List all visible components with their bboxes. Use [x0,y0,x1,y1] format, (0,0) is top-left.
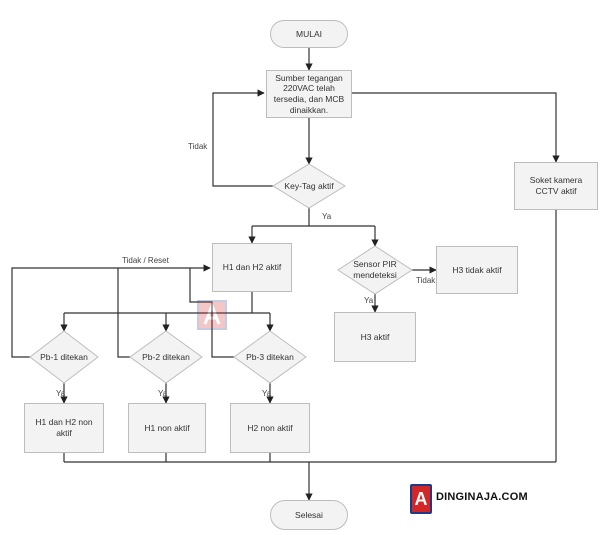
pb1-label: Pb-1 ditekan [40,351,88,362]
cctv-process-box: Soket kamera CCTV aktif [514,162,598,210]
result-h1h2-off-label: H1 dan H2 non aktif [35,417,93,438]
keytag-decision: Key-Tag aktif [273,178,345,194]
pb3-decision: Pb-3 ditekan [238,349,302,365]
label-keytag-tidak: Tidak [188,142,208,151]
power-process-label: Sumber tegangan 220VAC telah tersedia, d… [273,72,345,115]
result-h1-off-box: H1 non aktif [128,403,206,453]
edge-keytag-tidak [212,89,273,187]
watermark-logo: A [410,484,432,514]
result-h1h2-off-box: H1 dan H2 non aktif [24,403,104,453]
pb2-label: Pb-2 ditekan [142,351,190,362]
pb1-diamond [29,330,99,384]
edge-sumber-soket [352,92,560,163]
h3-on-label: H3 aktif [360,331,390,342]
faint-watermark-logo [197,300,227,330]
label-pb1-ya: Ya [56,389,66,398]
end-label: Selesai [295,509,323,520]
h1h2-on-label: H1 dan H2 aktif [222,262,282,273]
start-label: MULAI [296,28,322,39]
label-sensor-tidak: Tidak [416,276,436,285]
edge-reset-pb2 [117,268,130,358]
pb3-diamond [233,330,307,384]
result-h2-off-label: H2 non aktif [247,422,293,433]
result-h2-off-box: H2 non aktif [230,403,310,453]
label-keytag-ya: Ya [322,212,332,221]
end-terminal: Selesai [270,500,348,530]
pir-decision: Sensor PIR mendeteksi [342,257,408,283]
edge-reset-pb1 [11,264,211,358]
watermark-badge-letter: A [414,488,428,509]
pb3-label: Pb-3 ditekan [246,351,294,362]
cctv-process-label: Soket kamera CCTV aktif [529,175,583,196]
watermark-text: DINGINAJA.COM [436,491,528,503]
h1h2-on-box: H1 dan H2 aktif [212,243,292,292]
pb2-diamond [129,330,203,384]
label-reset: Tidak / Reset [122,256,169,265]
label-sensor-ya: Ya [364,296,374,305]
pb1-decision: Pb-1 ditekan [32,349,96,365]
edge-reset-pb3 [189,268,234,358]
h3-on-box: H3 aktif [334,312,416,362]
label-pb3-ya: Ya [262,389,272,398]
pir-label: Sensor PIR mendeteksi [353,259,397,280]
start-terminal: MULAI [270,20,348,48]
pb2-decision: Pb-2 ditekan [134,349,198,365]
keytag-diamond [272,163,346,209]
sensor-diamond [337,245,413,295]
result-h1-off-label: H1 non aktif [144,422,190,433]
h3-off-label: H3 tidak aktif [452,264,502,275]
h3-off-box: H3 tidak aktif [436,246,518,294]
keytag-label: Key-Tag aktif [284,180,334,191]
label-pb2-ya: Ya [158,389,168,398]
power-process-box: Sumber tegangan 220VAC telah tersedia, d… [266,70,352,118]
